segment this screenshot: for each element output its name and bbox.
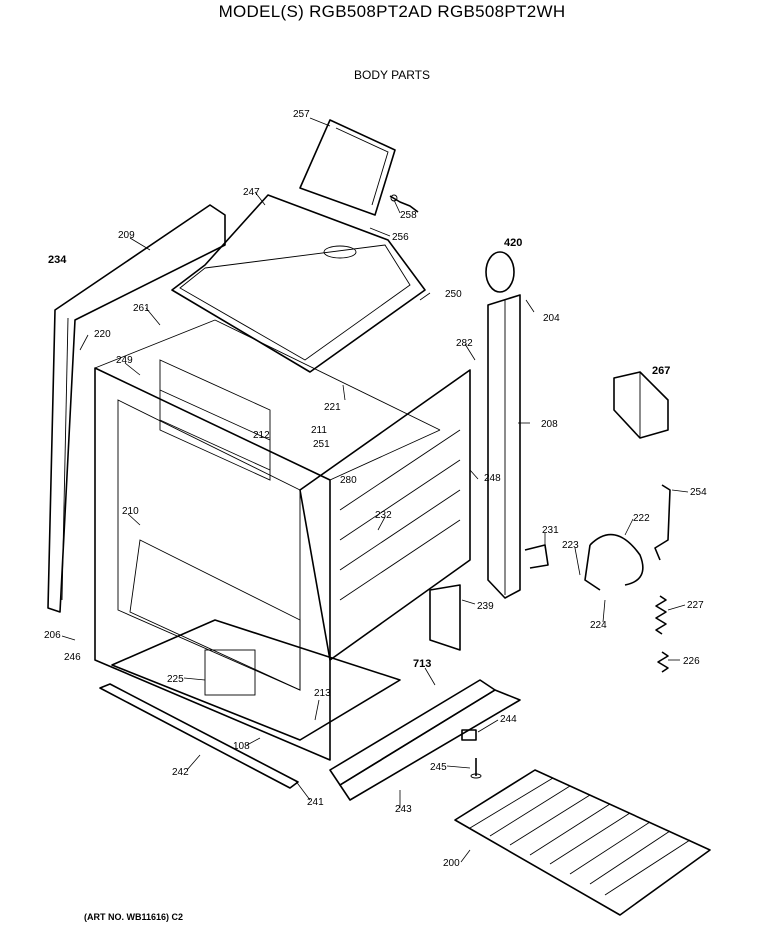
- label-420: 420: [504, 237, 522, 249]
- part-225-bottom: [111, 619, 401, 741]
- label-223: 223: [562, 540, 579, 551]
- label-246: 246: [64, 652, 81, 663]
- label-222: 222: [633, 513, 650, 524]
- label-251: 251: [313, 439, 330, 450]
- label-206: 206: [44, 630, 61, 641]
- part-244-clip: [461, 729, 477, 741]
- label-234: 234: [48, 254, 67, 266]
- part-242-rail: [99, 683, 299, 789]
- label-200: 200: [443, 858, 460, 869]
- label-239: 239: [477, 601, 494, 612]
- part-254-hinge: [654, 484, 671, 561]
- part-222-bracket: [584, 533, 644, 591]
- label-247: 247: [243, 187, 260, 198]
- part-239-panel: [429, 584, 461, 651]
- label-221: 221: [324, 402, 341, 413]
- label-267: 267: [652, 365, 670, 377]
- leader-lines: [61, 117, 689, 863]
- label-248: 248: [484, 473, 501, 484]
- label-209: 209: [118, 230, 135, 241]
- label-250: 250: [445, 289, 462, 300]
- label-243: 243: [395, 804, 412, 815]
- part-247-top-cover: [171, 194, 426, 373]
- diagram-subtitle: BODY PARTS: [353, 68, 431, 82]
- label-210: 210: [122, 506, 139, 517]
- label-257: 257: [293, 109, 310, 120]
- label-226: 226: [683, 656, 700, 667]
- label-211: 211: [311, 425, 327, 436]
- label-204: 204: [543, 313, 560, 324]
- label-232: 232: [375, 510, 392, 521]
- part-245-leveler: [470, 758, 482, 779]
- part-257-panel: [299, 119, 396, 216]
- label-212: 212: [253, 430, 270, 441]
- label-213: 213: [314, 688, 331, 699]
- label-280: 280: [340, 475, 357, 486]
- label-256: 256: [392, 232, 409, 243]
- label-254: 254: [690, 487, 707, 498]
- part-209-side-panel: [47, 204, 226, 613]
- label-258: 258: [400, 210, 417, 221]
- label-227: 227: [687, 600, 704, 611]
- label-224: 224: [590, 620, 607, 631]
- part-227-spring: [655, 595, 667, 635]
- label-261: 261: [133, 303, 150, 314]
- part-420-plate: [485, 251, 515, 293]
- part-258-bracket: [389, 194, 419, 213]
- label-242: 242: [172, 767, 189, 778]
- label-220: 220: [94, 329, 111, 340]
- label-108: 108: [233, 741, 250, 752]
- label-249: 249: [116, 355, 133, 366]
- label-241: 241: [307, 797, 324, 808]
- part-713-trim: [329, 679, 521, 801]
- label-208: 208: [541, 419, 558, 430]
- part-226-spring: [657, 651, 669, 673]
- part-267-block: [613, 371, 669, 439]
- label-282: 282: [456, 338, 473, 349]
- part-200-oven-rack: [454, 769, 711, 916]
- art-number: (ART NO. WB11616) C2: [84, 912, 184, 922]
- label-244: 244: [500, 714, 517, 725]
- label-225: 225: [167, 674, 184, 685]
- label-245: 245: [430, 762, 447, 773]
- label-231: 231: [542, 525, 559, 536]
- part-body-frame: [94, 319, 471, 761]
- part-231-clip: [524, 544, 549, 569]
- label-713: 713: [413, 658, 431, 670]
- diagram-title: MODEL(S) RGB508PT2AD RGB508PT2WH: [218, 2, 566, 21]
- part-208-rear-channel: [487, 294, 521, 599]
